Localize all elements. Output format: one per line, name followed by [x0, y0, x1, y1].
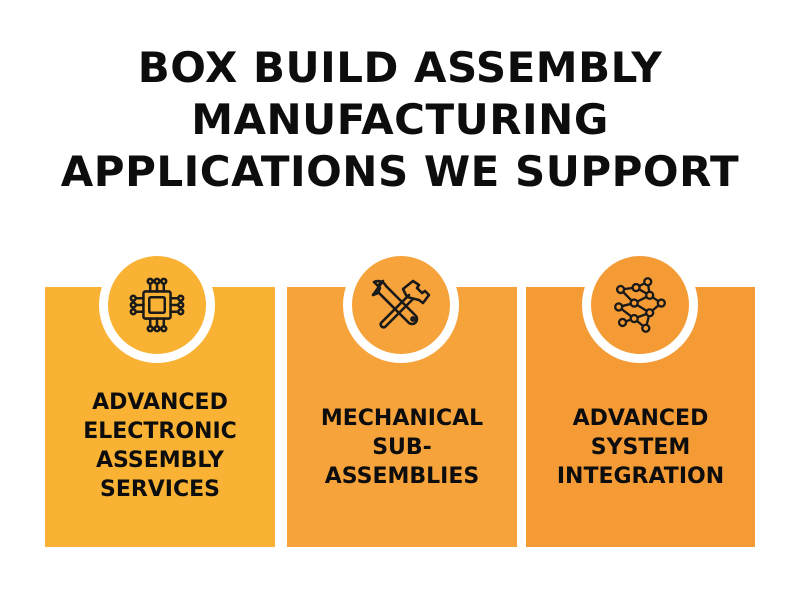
card-label: ADVANCED SYSTEM INTEGRATION [526, 404, 755, 491]
title-line-1: BOX BUILD ASSEMBLY [137, 43, 663, 92]
card-label-line: ASSEMBLY [96, 448, 224, 473]
card-label-line: SERVICES [99, 477, 221, 502]
hammer-wrench-icon [371, 279, 431, 329]
card-label-line: ELECTRONIC [83, 419, 237, 444]
card-label-line: INTEGRATION [556, 464, 725, 489]
icon-circle [591, 256, 689, 354]
card-label-line: SYSTEM [590, 435, 691, 460]
title-line-2: MANUFACTURING [191, 95, 609, 144]
neural-network-icon [614, 277, 666, 333]
card-label-line: MECHANICAL [320, 406, 484, 431]
icon-badge [343, 247, 459, 363]
card-label: MECHANICAL SUB- ASSEMBLIES [287, 404, 517, 491]
icon-badge [582, 247, 698, 363]
icon-circle [108, 256, 206, 354]
page-title: BOX BUILD ASSEMBLY MANUFACTURING APPLICA… [0, 42, 800, 198]
card-label-line: ASSEMBLIES [324, 464, 480, 489]
icon-circle [352, 256, 450, 354]
card-label: ADVANCED ELECTRONIC ASSEMBLY SERVICES [45, 388, 275, 504]
card-label-line: ADVANCED [92, 390, 228, 415]
circuit-chip-icon [129, 277, 185, 333]
title-line-3: APPLICATIONS WE SUPPORT [60, 147, 740, 196]
icon-badge [99, 247, 215, 363]
card-label-line: ADVANCED [572, 406, 709, 431]
card-label-line: SUB- [372, 435, 432, 460]
